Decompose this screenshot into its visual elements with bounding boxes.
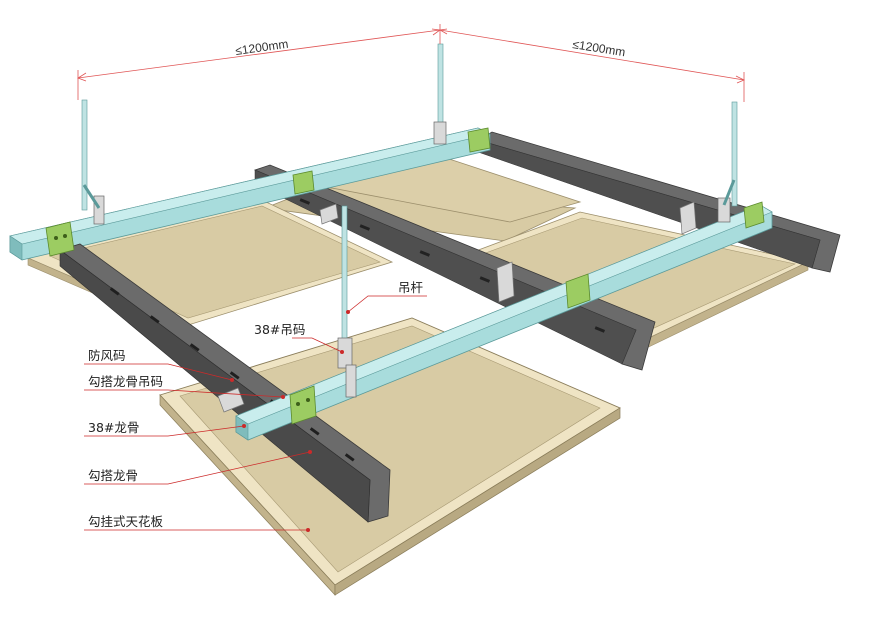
- callout-leaders: [84, 295, 427, 531]
- label-38-clip: 38#吊码: [254, 322, 305, 337]
- callout-dots: [230, 310, 350, 532]
- label-wind-clip: 防风码: [88, 348, 126, 363]
- label-ceiling-panel: 勾挂式天花板: [88, 514, 164, 529]
- hook-keel-clip-c: [467, 127, 491, 153]
- hanger-rod-4: [337, 205, 357, 398]
- hook-keel-clip-b: [292, 170, 315, 195]
- label-hook-keel: 勾搭龙骨: [88, 468, 138, 483]
- hook-keel-clip-a: [45, 221, 75, 257]
- label-hanger-rod: 吊杆: [398, 280, 424, 295]
- hook-keel-left: [59, 243, 391, 523]
- hook-keel-clip-f: [743, 201, 765, 229]
- hook-keel-clip-d: [289, 385, 317, 425]
- wind-clip-b: [319, 203, 339, 225]
- hanger-rod-1: [81, 99, 105, 225]
- dimension-left-label: ≤1200mm: [234, 37, 289, 58]
- ceiling-panel-front: [159, 317, 621, 596]
- keel-38-back: [9, 127, 491, 261]
- label-38-keel: 38#龙骨: [88, 420, 139, 435]
- hook-keel-clip-e: [565, 273, 591, 309]
- wind-clip-c: [679, 201, 697, 235]
- label-hook-keel-clip: 勾搭龙骨吊码: [88, 374, 163, 389]
- dimension-lines: [77, 24, 745, 102]
- wind-clip-d: [496, 261, 515, 303]
- hanger-rod-2: [433, 43, 447, 145]
- hanger-rod-3: [717, 101, 738, 223]
